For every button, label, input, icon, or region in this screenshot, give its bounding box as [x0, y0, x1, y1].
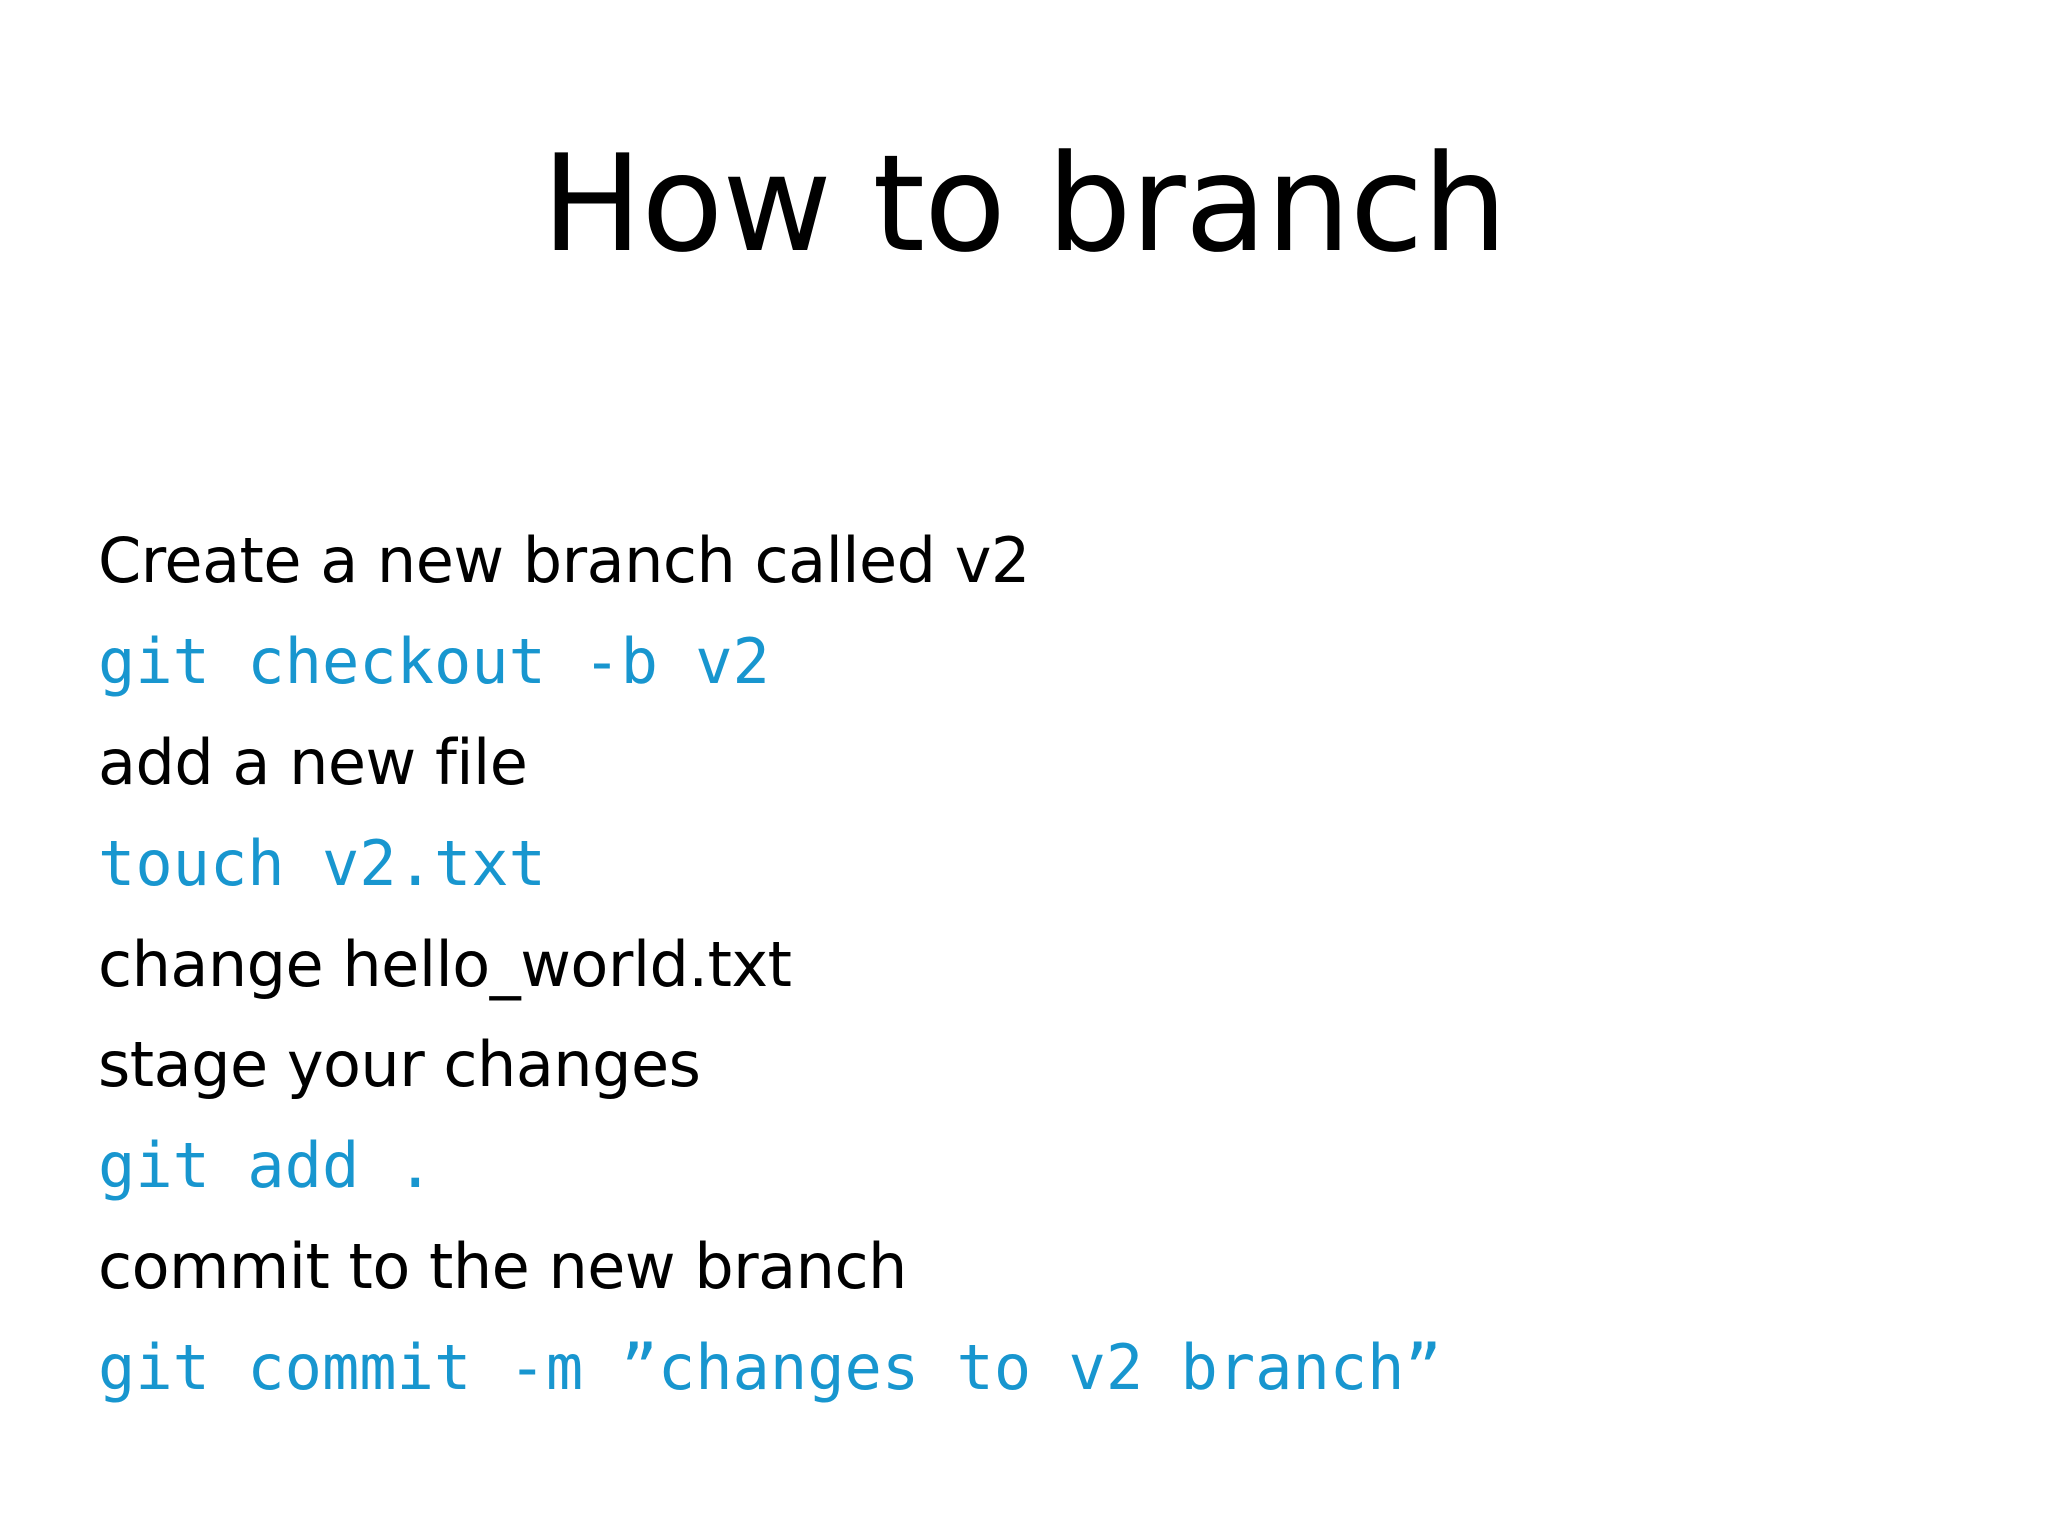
command-line-git-checkout: git checkout -b v2 — [98, 625, 770, 698]
instruction-step-description: add a new file — [98, 726, 528, 799]
command-line-git-add: git add . — [98, 1129, 434, 1202]
page-title: How to branch — [541, 126, 1508, 282]
instruction-step-description: change hello_world.txt — [98, 928, 792, 1001]
instruction-step-description: Create a new branch called v2 — [98, 524, 1030, 597]
command-line-touch: touch v2.txt — [98, 827, 546, 900]
instruction-step-description: commit to the new branch — [98, 1230, 907, 1303]
command-line-git-commit: git commit -m ”changes to v2 branch” — [98, 1331, 1442, 1404]
instruction-list: Create a new branch called v2 git checko… — [98, 511, 1998, 1419]
instruction-step-description: stage your changes — [98, 1028, 701, 1101]
